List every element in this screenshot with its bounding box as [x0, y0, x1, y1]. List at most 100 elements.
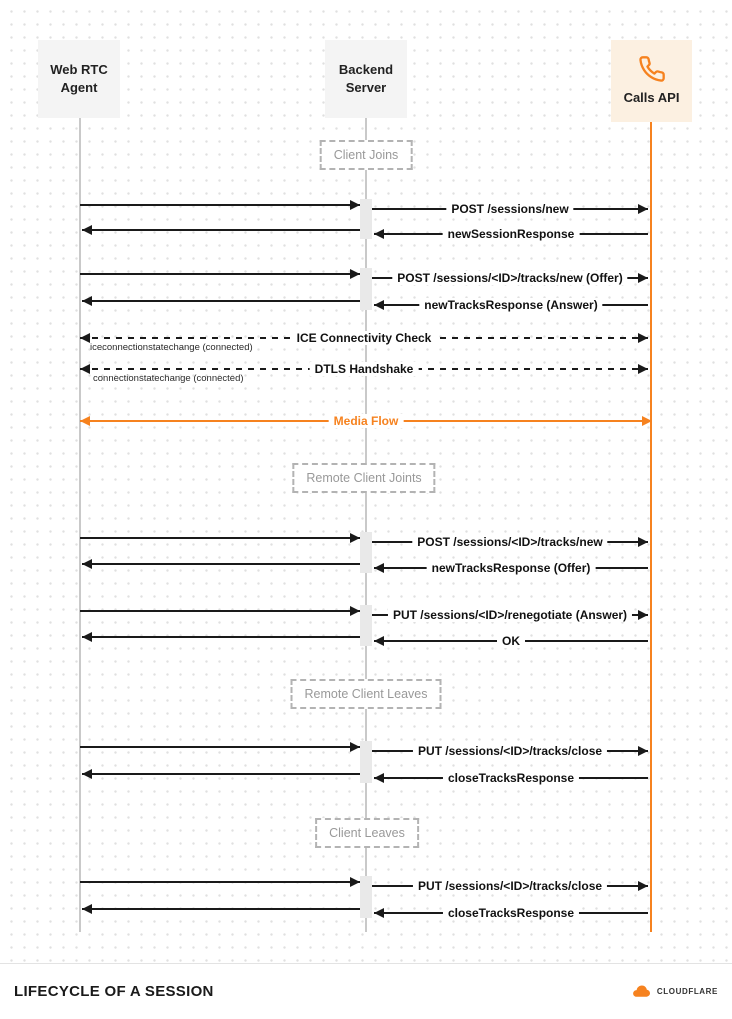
arrowhead-right-icon	[638, 273, 648, 283]
activation-bar	[360, 268, 372, 310]
cloudflare-wordmark: CLOUDFLARE	[656, 987, 718, 996]
actor-label: Calls API	[623, 90, 680, 106]
message-arrow: closeTracksResponse	[374, 771, 648, 785]
activation-bar	[360, 741, 372, 783]
actor-label: Web RTC	[50, 62, 108, 78]
arrowhead-right-icon	[350, 269, 360, 279]
arrowhead-left-icon	[82, 296, 92, 306]
actor-label: Backend	[338, 62, 394, 78]
message-note: iceconnectionstatechange (connected)	[90, 342, 253, 353]
message-arrow: closeTracksResponse	[374, 906, 648, 920]
message-arrow: ICE Connectivity Check	[80, 331, 648, 345]
arrowhead-right-icon	[350, 742, 360, 752]
message-arrow	[82, 225, 360, 235]
actor-webrtc-agent: Web RTC Agent	[38, 40, 120, 118]
arrowhead-left-icon	[374, 300, 384, 310]
arrowhead-right-icon	[638, 881, 648, 891]
arrowhead-left-icon	[82, 904, 92, 914]
lifeline-webrtc-agent	[79, 118, 81, 932]
footer: LIFECYCLE OF A SESSION CLOUDFLARE	[0, 963, 732, 1019]
message-label: PUT /sessions/<ID>/tracks/close	[412, 744, 608, 758]
section-badge: Remote Client Leaves	[290, 679, 442, 709]
message-arrow: PUT /sessions/<ID>/tracks/close	[372, 879, 648, 893]
message-arrow	[82, 769, 360, 779]
message-label: closeTracksResponse	[442, 906, 580, 920]
message-label: Media Flow	[328, 414, 404, 428]
arrowhead-left-icon	[374, 908, 384, 918]
message-label: POST /sessions/new	[446, 202, 574, 216]
activation-bar	[360, 876, 372, 918]
message-label: DTLS Handshake	[309, 362, 419, 376]
message-arrow: newTracksResponse (Offer)	[374, 561, 648, 575]
message-arrow	[80, 877, 360, 887]
arrowhead-right-icon	[642, 416, 652, 426]
arrowhead-left-icon	[82, 769, 92, 779]
actor-backend-server: Backend Server	[325, 40, 407, 118]
message-arrow	[82, 632, 360, 642]
message-note: connectionstatechange (connected)	[93, 373, 244, 384]
message-arrow: DTLS Handshake	[80, 362, 648, 376]
message-arrow	[80, 269, 360, 279]
message-arrow	[80, 200, 360, 210]
message-arrow	[80, 606, 360, 616]
arrowhead-right-icon	[638, 204, 648, 214]
message-arrow: PUT /sessions/<ID>/tracks/close	[372, 744, 648, 758]
actor-calls-api: Calls API	[611, 40, 692, 122]
arrowhead-right-icon	[638, 364, 648, 374]
message-label: newTracksResponse (Offer)	[426, 561, 596, 575]
arrowhead-left-icon	[374, 229, 384, 239]
message-label: PUT /sessions/<ID>/renegotiate (Answer)	[387, 608, 633, 622]
arrowhead-right-icon	[350, 606, 360, 616]
message-label: OK	[497, 634, 525, 648]
message-label: closeTracksResponse	[442, 771, 580, 785]
arrowhead-right-icon	[350, 533, 360, 543]
message-arrow: newTracksResponse (Answer)	[374, 298, 648, 312]
arrowhead-left-icon	[82, 225, 92, 235]
message-label: POST /sessions/<ID>/tracks/new	[412, 535, 608, 549]
message-label: ICE Connectivity Check	[291, 331, 437, 345]
lifeline-calls-api	[650, 122, 652, 932]
arrowhead-left-icon	[80, 364, 90, 374]
cloudflare-logo: CLOUDFLARE	[629, 984, 718, 999]
arrowhead-left-icon	[374, 636, 384, 646]
activation-bar	[360, 199, 372, 239]
message-arrow	[80, 742, 360, 752]
message-arrow	[82, 904, 360, 914]
actor-label: Server	[345, 80, 387, 95]
message-arrow	[82, 559, 360, 569]
message-arrow: POST /sessions/<ID>/tracks/new	[372, 535, 648, 549]
arrowhead-left-icon	[80, 416, 90, 426]
lifeline-backend-server	[365, 118, 367, 932]
message-label: POST /sessions/<ID>/tracks/new (Offer)	[392, 271, 628, 285]
media-flow-arrow: Media Flow	[80, 414, 652, 428]
activation-bar	[360, 605, 372, 646]
message-arrow	[80, 533, 360, 543]
arrowhead-right-icon	[638, 333, 648, 343]
arrowhead-left-icon	[374, 563, 384, 573]
page-title: LIFECYCLE OF A SESSION	[14, 983, 214, 1000]
section-badge: Remote Client Joints	[292, 463, 436, 493]
arrowhead-right-icon	[350, 200, 360, 210]
arrowhead-right-icon	[638, 537, 648, 547]
message-arrow: newSessionResponse	[374, 227, 648, 241]
section-badge: Client Joins	[319, 140, 413, 170]
arrowhead-right-icon	[350, 877, 360, 887]
message-arrow: POST /sessions/<ID>/tracks/new (Offer)	[372, 271, 648, 285]
phone-icon	[638, 56, 665, 82]
message-arrow: POST /sessions/new	[372, 202, 648, 216]
cloudflare-cloud-icon	[633, 985, 650, 997]
arrowhead-left-icon	[82, 632, 92, 642]
section-badge: Client Leaves	[315, 818, 419, 848]
arrowhead-left-icon	[82, 559, 92, 569]
message-label: newTracksResponse (Answer)	[419, 298, 603, 312]
arrowhead-left-icon	[374, 773, 384, 783]
message-arrow: PUT /sessions/<ID>/renegotiate (Answer)	[372, 608, 648, 622]
activation-bar	[360, 532, 372, 573]
actor-label: Agent	[60, 80, 98, 95]
arrowhead-right-icon	[638, 610, 648, 620]
message-arrow: OK	[374, 634, 648, 648]
arrowhead-left-icon	[80, 333, 90, 343]
message-label: PUT /sessions/<ID>/tracks/close	[412, 879, 608, 893]
message-label: newSessionResponse	[442, 227, 580, 241]
